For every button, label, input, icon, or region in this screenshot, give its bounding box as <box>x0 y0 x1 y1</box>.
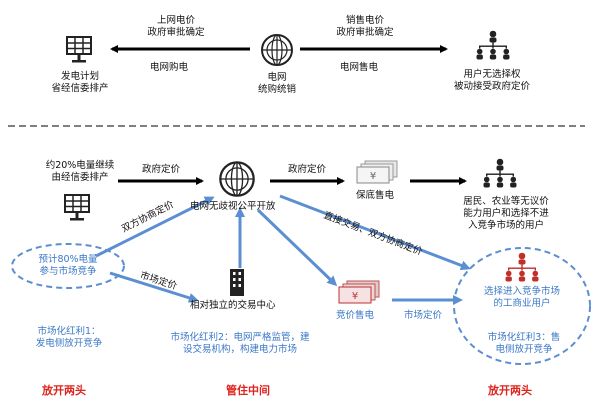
globe-grid-icon <box>219 161 255 197</box>
user-no-choice-label: 用户无选择权被动接受政府定价 <box>453 69 530 92</box>
user-hierarchy-icon <box>505 252 539 282</box>
svg-text:¥: ¥ <box>370 171 376 182</box>
control-middle-label: 管住中间 <box>226 384 270 397</box>
banknote-icon: ¥ <box>338 280 380 304</box>
arrow-gen80-to-grid <box>95 196 215 258</box>
users-enter-label: 选择进入竞争市场的工商业用户 <box>483 286 560 309</box>
dividend1-label: 市场化红利1：发电侧放开竞争 <box>35 326 103 349</box>
arrow-grid-to-users <box>279 194 471 271</box>
users-ellipse <box>453 247 591 365</box>
svg-text:¥: ¥ <box>352 291 358 302</box>
building-icon <box>230 269 244 296</box>
gen20-label: 约20%电量继续由经信委排产 <box>45 160 115 183</box>
dividend2-label: 市场化红利2：电网严格监管，建设交易机构，构建电力市场 <box>170 332 310 355</box>
residents-label: 居民、农业等无议价能力用户和选择不进入竞争市场的用户 <box>463 196 549 231</box>
banknote-icon: ¥ <box>356 160 398 184</box>
arrow-grid-to-competitive <box>256 208 338 287</box>
dividend3-label: 市场化红利3：售电侧放开竞争 <box>487 332 561 355</box>
gov-price-left-label: 政府定价 <box>142 164 181 175</box>
grid-price-label: 上网电价政府审批确定 <box>147 15 205 38</box>
grid-open-label: 电网无歧视公平开放 <box>190 201 276 212</box>
trading-center-label: 相对独立的交易中心 <box>190 300 276 311</box>
grid-center-label: 电网统购统销 <box>257 72 296 95</box>
user-hierarchy-icon <box>476 30 510 60</box>
guarantee-sale-label: 保底售电 <box>356 190 395 201</box>
open-right-label: 放开两头 <box>488 384 532 397</box>
gen80-ellipse <box>11 243 125 289</box>
gov-price-right-label: 政府定价 <box>288 164 327 175</box>
grid-sale-label: 电网售电 <box>340 62 379 73</box>
competitive-sale-label: 竞价售电 <box>336 310 375 321</box>
open-left-label: 放开两头 <box>42 384 86 397</box>
solar-panel-icon <box>64 194 90 221</box>
market-price-right-label: 市场定价 <box>404 310 443 321</box>
arrow-gen80-to-trading <box>109 271 199 303</box>
globe-grid-icon <box>261 34 293 66</box>
user-hierarchy-icon <box>483 158 517 188</box>
gen-plan-label: 发电计划省经信委排产 <box>51 71 109 94</box>
grid-purchase-label: 电网购电 <box>150 62 189 73</box>
solar-panel-icon <box>66 36 92 63</box>
sale-price-label: 销售电价政府审批确定 <box>336 15 394 38</box>
gen80-label: 预计80%电量参与市场竞争 <box>38 254 98 277</box>
